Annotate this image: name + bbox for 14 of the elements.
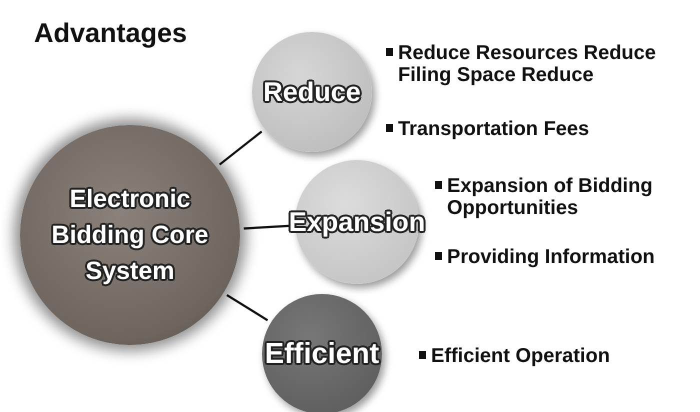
bullet-text: Efficient Operation bbox=[431, 345, 611, 368]
connector-line bbox=[218, 130, 262, 166]
circle-node bbox=[20, 125, 240, 345]
bullet-text: Transportation Fees bbox=[398, 118, 590, 140]
node-label: Efficient bbox=[264, 338, 380, 370]
circle-node bbox=[262, 294, 382, 412]
node-label: Electronic Bidding Core System bbox=[50, 184, 210, 288]
bullet-text: Providing Information bbox=[447, 246, 656, 268]
connector-line bbox=[226, 294, 268, 322]
bullet-text: Expansion of Bidding Opportunities bbox=[447, 175, 654, 220]
bullet-text: Reduce Resources Reduce Filing Space Reduce bbox=[398, 42, 657, 87]
node-label: Reduce bbox=[263, 76, 361, 108]
title: Advantages bbox=[34, 18, 188, 49]
connector-line bbox=[244, 224, 292, 230]
